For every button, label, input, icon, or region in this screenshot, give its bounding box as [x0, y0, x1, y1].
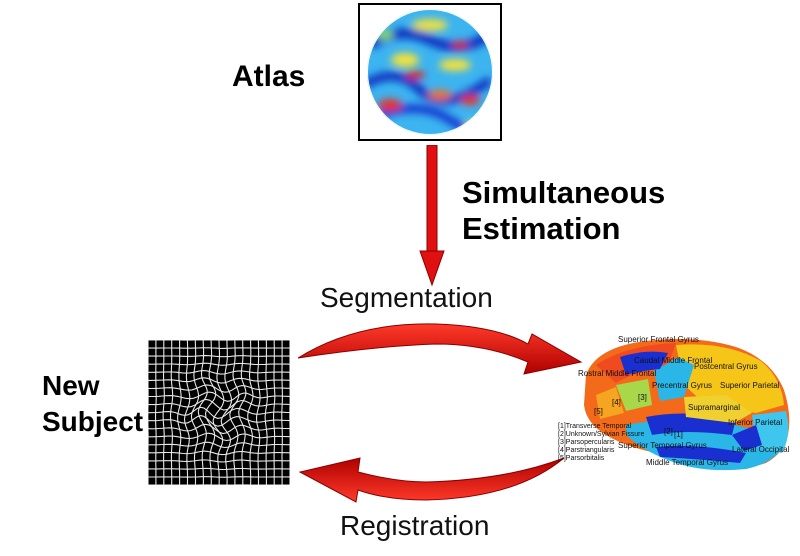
- region-superior-frontal: Superior Frontal Gyrus: [618, 335, 699, 344]
- region-lateral-occipital: Lateral Occipital: [732, 445, 790, 454]
- deformation-grid-image: [148, 340, 290, 485]
- legend-item: [1]Transverse Temporal: [558, 423, 632, 430]
- region-inferior-parietal: Inferior Parietal: [728, 418, 783, 427]
- marker-3: [3]: [638, 393, 647, 402]
- grid-line: [148, 406, 290, 419]
- grid-line: [238, 340, 247, 485]
- grid-line: [148, 441, 290, 449]
- grid-line: [229, 340, 240, 485]
- region-superior-temporal: Superior Temporal Gyrus: [618, 441, 707, 450]
- new-subject-label: New Subject: [42, 368, 143, 440]
- atlas-sphere: [367, 9, 493, 135]
- deformation-grid: [148, 340, 290, 485]
- simultaneous-line: Simultaneous: [462, 175, 666, 210]
- marker-2: [2]: [664, 427, 673, 436]
- brain-parcellation-image: Superior Frontal Gyrus Caudal Middle Fro…: [556, 335, 792, 475]
- registration-curved-arrow-icon: [298, 457, 565, 503]
- region-postcentral: Postcentral Gyrus: [694, 362, 758, 371]
- grid-line: [177, 340, 182, 485]
- grid-line: [148, 476, 290, 478]
- new-line: New: [42, 370, 100, 401]
- grid-line: [255, 340, 261, 485]
- region-superior-parietal: Superior Parietal: [720, 381, 780, 390]
- subject-line: Subject: [42, 406, 144, 437]
- region-caudal-middle-frontal: Caudal Middle Frontal: [634, 356, 713, 365]
- region-rostral-middle-frontal: Rostral Middle Frontal: [578, 369, 657, 378]
- grid-line: [183, 340, 191, 485]
- grid-line: [148, 415, 290, 427]
- down-arrow-icon: [419, 145, 445, 287]
- grid-line: [148, 398, 290, 411]
- region-middle-temporal: Middle Temporal Gyrus: [646, 458, 729, 467]
- simultaneous-estimation-label: Simultaneous Estimation: [462, 175, 665, 247]
- legend-item: [2]Unknown/Sylvian Fissure: [558, 431, 645, 438]
- grid-line: [204, 340, 217, 485]
- segmentation-label: Segmentation: [320, 282, 493, 313]
- grid-line: [148, 432, 290, 442]
- grid-line: [169, 340, 174, 485]
- grid-line: [148, 391, 290, 402]
- estimation-line: Estimation: [462, 211, 621, 246]
- grid-line: [273, 340, 276, 485]
- marker-5: [5]: [594, 407, 603, 416]
- atlas-image: [358, 3, 502, 141]
- region-legend: [1]Transverse Temporal [2]Unknown/Sylvia…: [558, 423, 644, 463]
- atlas-label: Atlas: [232, 60, 306, 93]
- legend-item: [3]Parsopercularis: [558, 439, 615, 446]
- brain-surface: [584, 339, 790, 471]
- grid-line: [148, 459, 290, 463]
- region-precentral: Precentral Gyrus: [652, 381, 713, 390]
- grid-line: [212, 340, 225, 485]
- marker-1: [1]: [674, 430, 683, 439]
- legend-item: [5]Parsorbitalis: [558, 455, 605, 462]
- segmentation-curved-arrow-icon: [297, 323, 583, 375]
- marker-4: [4]: [612, 398, 621, 407]
- grid-line: [148, 377, 290, 384]
- grid-line: [148, 370, 290, 375]
- grid-line: [281, 340, 283, 485]
- legend-item: [4]Parstriangularis: [558, 447, 615, 454]
- region-supramarginal: Supramarginal: [688, 403, 741, 412]
- grid-line: [148, 467, 290, 471]
- grid-line: [162, 340, 165, 485]
- registration-label: Registration: [340, 510, 490, 541]
